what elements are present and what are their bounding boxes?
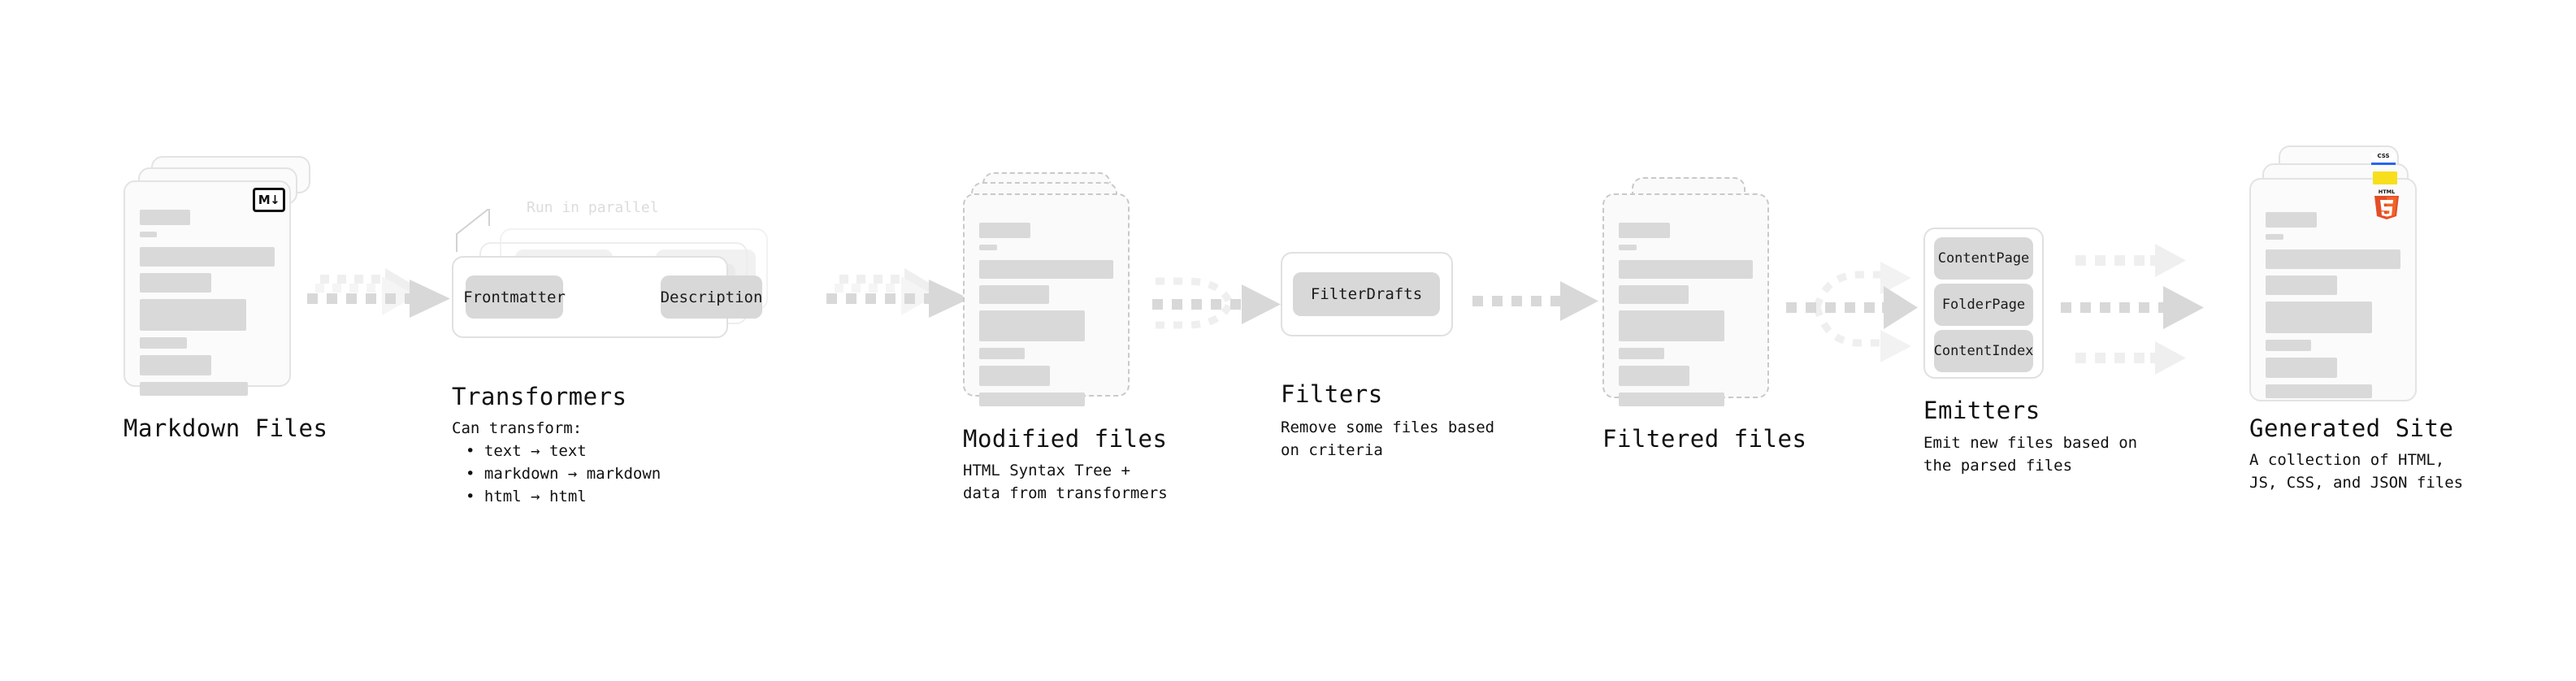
placeholder-bar: [2266, 249, 2400, 269]
modified-files-title: Modified files: [963, 425, 1168, 453]
arrow-emitters-to-generated: [2061, 244, 2204, 375]
transformers-bullet-2: • html → html: [466, 488, 587, 505]
placeholder-bar: [2266, 358, 2337, 378]
arrow-filters-to-filtered: [1472, 281, 1598, 321]
placeholder-bar: [140, 355, 211, 375]
arrow-markdown-to-transformers: [307, 268, 450, 318]
placeholder-bar: [979, 223, 1030, 238]
js-badge-icon: [2373, 171, 2397, 184]
placeholder-bar: [140, 232, 157, 237]
placeholder-bar: [979, 366, 1051, 386]
filter-chip-filterdrafts[interactable]: FilterDrafts: [1293, 272, 1440, 316]
placeholder-bar: [1619, 310, 1725, 341]
placeholder-bar: [2266, 275, 2337, 295]
placeholder-bar: [1619, 245, 1637, 250]
filtered-card-front: [1602, 193, 1769, 406]
placeholder-bar: [2266, 212, 2317, 228]
emitter-chip-contentpage[interactable]: ContentPage: [1934, 237, 2033, 280]
placeholder-bar: [1619, 223, 1670, 238]
placeholder-bar: [140, 382, 248, 396]
placeholder-bar: [2266, 301, 2373, 333]
emitters-subtitle: Emit new files based on the parsed files: [1923, 434, 2138, 475]
emitters-title: Emitters: [1923, 397, 2040, 424]
transformers-bullet-1: • markdown → markdown: [466, 465, 661, 483]
modified-card-front: [963, 193, 1130, 406]
markdown-placeholder-lines: [140, 210, 275, 402]
filters-title: Filters: [1281, 380, 1383, 408]
generated-site-subtitle: A collection of HTML, JS, CSS, and JSON …: [2249, 451, 2464, 492]
modified-placeholder-lines: [979, 223, 1113, 413]
arrow-filtered-to-emitters-fanout: [1786, 262, 1918, 362]
svg-text:HTML: HTML: [2379, 189, 2395, 195]
transformer-chip-frontmatter[interactable]: Frontmatter: [463, 275, 566, 319]
filtered-placeholder-lines: [1619, 223, 1753, 413]
placeholder-bar: [1619, 366, 1690, 386]
transformers-bullet-0: • text → text: [466, 442, 587, 460]
placeholder-bar: [979, 245, 997, 250]
html5-badge-icon: HTML: [2373, 188, 2400, 220]
run-in-parallel-bracket: [456, 209, 490, 252]
modified-files-subtitle: HTML Syntax Tree + data from transformer…: [963, 462, 1168, 502]
emitter-chip-folderpage[interactable]: FolderPage: [1934, 284, 2033, 326]
placeholder-bar: [1619, 260, 1753, 279]
placeholder-bar: [1619, 285, 1689, 304]
placeholder-bar: [979, 260, 1113, 279]
markdown-badge-icon: M↓: [253, 188, 285, 212]
emitter-chip-contentindex[interactable]: ContentIndex: [1934, 330, 2033, 372]
markdown-files-title: Markdown Files: [124, 414, 328, 442]
placeholder-bar: [1619, 393, 1725, 406]
placeholder-bar: [2266, 340, 2312, 351]
placeholder-bar: [979, 348, 1026, 359]
placeholder-bar: [140, 299, 247, 331]
filters-subtitle: Remove some files based on criteria: [1281, 419, 1495, 459]
generated-site-title: Generated Site: [2249, 414, 2454, 442]
placeholder-bar: [140, 247, 275, 267]
css-badge-icon: CSS: [2371, 153, 2396, 165]
placeholder-bar: [140, 337, 188, 349]
transformers-subtitle-heading: Can transform:: [452, 419, 583, 437]
markdown-card-front: [124, 180, 291, 396]
placeholder-bar: [140, 273, 211, 293]
placeholder-bar: [2266, 384, 2373, 398]
transformer-chip-description[interactable]: Description: [661, 275, 762, 319]
run-in-parallel-label: Run in parallel: [527, 199, 659, 216]
placeholder-bar: [979, 393, 1086, 406]
filtered-files-title: Filtered files: [1602, 425, 1807, 453]
placeholder-bar: [140, 210, 190, 225]
arrow-transformers-to-modified: [826, 268, 969, 318]
placeholder-bar: [979, 310, 1086, 341]
placeholder-bar: [979, 285, 1049, 304]
transformers-title: Transformers: [452, 383, 627, 410]
placeholder-bar: [1619, 348, 1665, 359]
placeholder-bar: [2266, 234, 2283, 240]
generated-placeholder-lines: [2266, 212, 2400, 405]
arrow-modified-to-filters-fanin: [1152, 277, 1281, 329]
